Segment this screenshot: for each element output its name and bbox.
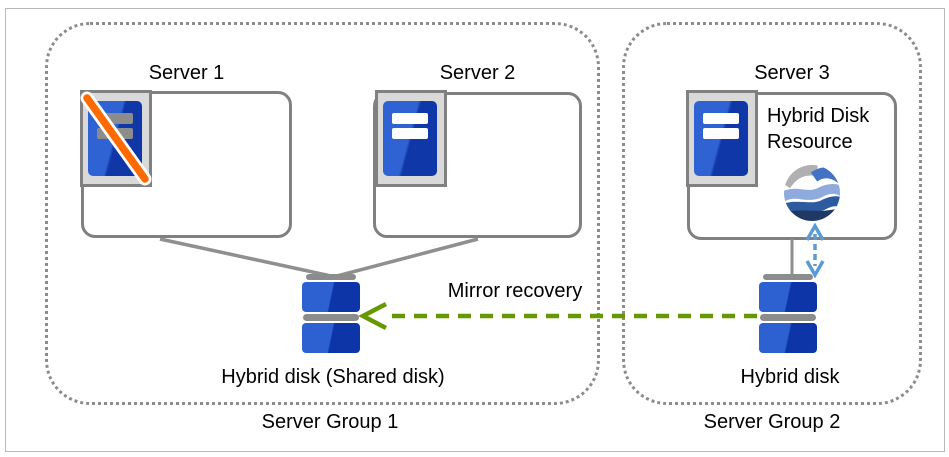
server-group-2-box <box>622 22 922 405</box>
server-1-tower-icon <box>80 90 152 187</box>
shared-hybrid-disk-icon <box>302 274 360 353</box>
server-1-label: Server 1 <box>148 62 225 84</box>
server-slot <box>392 113 428 124</box>
mirror-recovery-label: Mirror recovery <box>447 280 583 302</box>
server-group-1-label: Server Group 1 <box>261 411 399 433</box>
disk-cap <box>763 274 813 280</box>
failed-mark-icon <box>80 91 152 186</box>
shared-disk-label: Hybrid disk (Shared disk) <box>221 366 445 388</box>
disk-divider <box>760 314 816 321</box>
server-3-label: Server 3 <box>754 62 830 84</box>
server-slot <box>703 113 739 124</box>
server-2-tower-icon <box>375 90 447 187</box>
disk-platter <box>302 323 360 353</box>
hybrid-disk-icon <box>759 274 817 353</box>
server-3-tower-icon <box>686 90 758 187</box>
server-tower <box>694 101 748 176</box>
disk-platter <box>302 282 360 312</box>
server-group-2-label: Server Group 2 <box>703 411 841 433</box>
disk-divider <box>303 314 359 321</box>
disk-cap <box>306 274 356 280</box>
server-group-1-box <box>45 22 600 405</box>
server-2-label: Server 2 <box>439 62 516 84</box>
disk-platter <box>759 282 817 312</box>
server-slot <box>392 128 428 139</box>
hybrid-disk-label: Hybrid disk <box>740 366 840 388</box>
server-slot <box>703 128 739 139</box>
server-slot <box>97 113 133 124</box>
diagram-frame <box>5 8 945 452</box>
hybrid-disk-resource-label: Hybrid Disk Resource <box>767 105 870 154</box>
hybrid-disk-resource-icon <box>784 165 840 221</box>
disk-platter <box>759 323 817 353</box>
server-tower <box>383 101 437 176</box>
